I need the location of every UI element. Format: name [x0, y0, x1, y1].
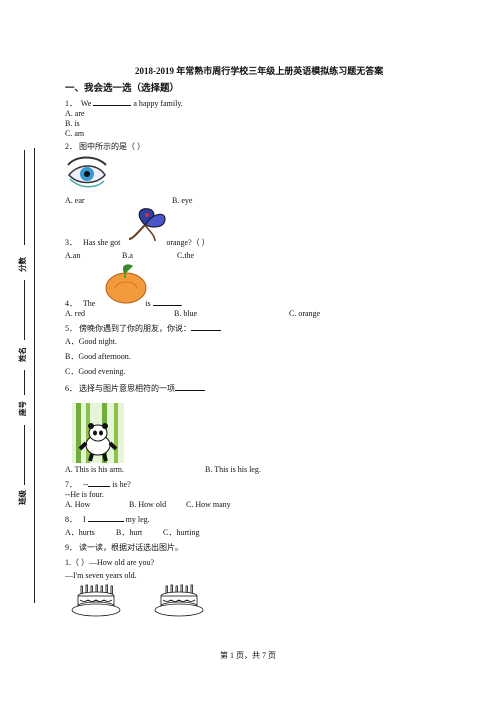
section-heading: 一、我会选一选（选择题） — [65, 84, 180, 94]
q8-number: 8． — [65, 515, 77, 524]
binding-line — [34, 148, 35, 603]
q2-option-a: A. ear — [65, 196, 85, 205]
q4-option-a: A. red — [65, 309, 85, 318]
score-line — [24, 150, 25, 245]
panda-bamboo-image — [72, 403, 124, 463]
question-8: 8． I my leg. — [65, 513, 150, 525]
q9-line-1: 1.（ ）—How old are you? — [65, 558, 155, 567]
q1-option-a: A. are — [65, 109, 85, 118]
q7-answer-line: --He is four. — [65, 490, 104, 499]
q1-suffix: a happy family. — [133, 99, 183, 108]
q3-suffix: orange?（ ） — [166, 238, 210, 247]
class-label: 班级 — [18, 490, 27, 505]
q8-blank — [87, 513, 124, 522]
birthday-cake-image-2 — [154, 584, 204, 617]
q4-mid: is — [145, 299, 151, 308]
eye-image — [67, 156, 107, 188]
q7-blank — [88, 478, 111, 487]
name-label: 姓名 — [18, 347, 27, 362]
q1-prefix: We — [80, 99, 92, 108]
butterfly-image — [128, 208, 166, 242]
q7-option-c: C. How many — [186, 500, 231, 509]
q5-option-c: C．Good evening. — [65, 367, 126, 376]
q4-prefix: The — [82, 299, 96, 308]
q7-suffix: is he? — [112, 480, 131, 489]
question-4: 4． The is . — [65, 297, 183, 309]
q9-line-2: —I'm seven years old. — [65, 571, 137, 580]
q7-prefix: -- — [83, 480, 89, 489]
score-label: 分数 — [18, 257, 27, 272]
class-line — [24, 425, 25, 485]
q5-blank — [191, 322, 221, 331]
q4-number: 4． — [65, 299, 77, 308]
q7-number: 7． — [65, 480, 77, 489]
q1-option-c: C. am — [65, 129, 85, 138]
question-9: 9． 读一读，根据对话选出图片。 — [65, 543, 183, 552]
question-6: 6． 选择与图片意思相符的一项 — [65, 382, 205, 394]
question-1: 1． We a happy family. — [65, 97, 183, 109]
q8-option-b: B．hurt — [116, 528, 143, 537]
q7-option-b: B. How old — [129, 500, 167, 509]
q5-text: 5． 傍晚你遇到了你的朋友，你说： — [65, 324, 191, 333]
q3-option-b: B.a — [122, 251, 133, 260]
q5-option-a: A．Good night. — [65, 337, 117, 346]
q3-option-a: A.an — [65, 251, 81, 260]
q1-number: 1． — [65, 99, 77, 108]
document-title: 2018-2019 年常熟市周行学校三年级上册英语模拟练习题无答案 — [135, 66, 384, 76]
orange-image — [105, 264, 147, 304]
name-line — [24, 280, 25, 340]
q1-blank — [93, 97, 132, 106]
seat-label: 座号 — [18, 401, 27, 416]
question-3: 3． Has she got orange?（ ） — [65, 238, 210, 248]
q6-option-a: A. This is his arm. — [65, 465, 124, 474]
q4-blank — [152, 297, 181, 306]
q3-number: 3． — [65, 238, 77, 247]
birthday-cake-image-1 — [71, 584, 121, 617]
q6-blank — [175, 382, 205, 391]
q2-option-b: B. eye — [172, 196, 193, 205]
seat-line — [24, 370, 25, 395]
question-5: 5． 傍晚你遇到了你的朋友，你说： — [65, 322, 221, 334]
q5-option-b: B．Good afternoon. — [65, 352, 131, 361]
q4-suffix: . — [180, 299, 183, 308]
q8-prefix: I — [83, 515, 86, 524]
question-7: 7． -- is he? — [65, 478, 131, 490]
page-footer: 第 1 页，共 7 页 — [220, 651, 276, 660]
q6-text: 6． 选择与图片意思相符的一项 — [65, 384, 175, 393]
q3-option-c: C.the — [177, 251, 195, 260]
q8-suffix: my leg. — [125, 515, 150, 524]
q8-option-a: A．hurts — [65, 528, 95, 537]
question-2: 2． 图中所示的是（ ） — [65, 142, 145, 151]
q6-option-b: B. This is his leg. — [205, 465, 261, 474]
q7-option-a: A. How — [65, 500, 91, 509]
q8-option-c: C．hurting — [163, 528, 200, 537]
q4-option-c: C. orange — [289, 309, 321, 318]
q4-option-b: B. blue — [174, 309, 198, 318]
q1-option-b: B. is — [65, 119, 80, 128]
q3-prefix: Has she got — [83, 238, 121, 247]
